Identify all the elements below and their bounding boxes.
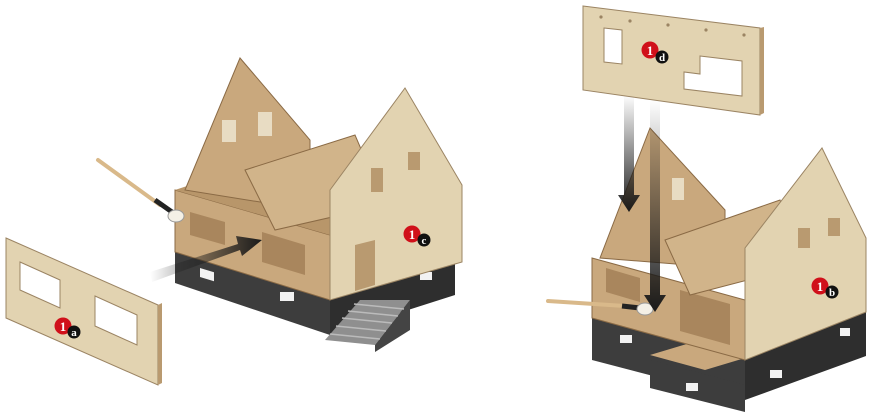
svg-text:d: d xyxy=(659,52,665,64)
panel-1a xyxy=(6,238,162,385)
svg-text:1: 1 xyxy=(409,227,416,242)
svg-text:1: 1 xyxy=(817,279,824,294)
svg-text:b: b xyxy=(829,287,835,299)
panel-1d xyxy=(583,6,764,115)
right-house-model xyxy=(548,95,866,412)
svg-text:a: a xyxy=(71,327,77,339)
svg-text:1: 1 xyxy=(647,43,654,58)
left-side-gable-wall xyxy=(330,88,462,300)
svg-text:1: 1 xyxy=(60,319,67,334)
svg-text:c: c xyxy=(422,235,427,247)
glue-brush-icon xyxy=(98,160,184,222)
